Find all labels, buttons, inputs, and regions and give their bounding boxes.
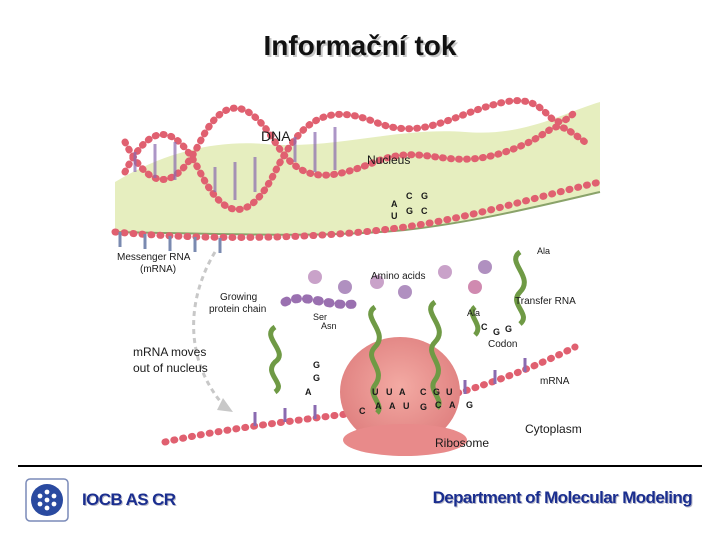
label-protein-chain: protein chain [209, 304, 266, 315]
dna-strand-a [121, 97, 579, 213]
trna-molecule-1 [368, 304, 382, 415]
mrna-base-7: A [449, 400, 456, 410]
dna-base-2: C [406, 191, 413, 201]
label-growing: Growing [220, 292, 257, 303]
protein-synthesis-illustration: DNA Nucleus Messenger RNA (mRNA) Amino a… [105, 82, 605, 462]
anticodon-base-3: A [399, 387, 406, 397]
trna-molecule-5 [469, 305, 481, 337]
trna-molecule-4 [513, 249, 527, 326]
mrna-base-6: C [435, 400, 442, 410]
dna-base-5: G [406, 206, 413, 216]
mrna-base-5: G [420, 402, 427, 412]
ribosome-subunit [343, 424, 467, 456]
label-dna: DNA [261, 128, 291, 144]
trna-molecule-3 [268, 324, 282, 395]
label-ala-mid: Ala [467, 308, 480, 318]
label-mrna: mRNA [540, 376, 570, 387]
trna-molecule-2 [428, 299, 442, 410]
label-cytoplasm: Cytoplasm [525, 422, 582, 436]
label-asn: Asn [321, 321, 337, 331]
dna-base-1: A [391, 199, 398, 209]
anticodon-base-1: U [372, 387, 379, 397]
anticodon-base-5: G [433, 387, 440, 397]
iocb-logo-icon [25, 478, 69, 522]
dna-base-4: U [391, 211, 398, 221]
mrna-base-3: A [389, 401, 396, 411]
mrna-base-4: U [403, 401, 410, 411]
nuclear-mrna-bases [118, 232, 222, 253]
dna-base-pairs [133, 127, 337, 200]
department-name: Department of Molecular Modeling [432, 488, 693, 507]
mrna-exit-arrow [192, 251, 227, 408]
slide-title: Informační tok [263, 30, 457, 61]
organization-name: IOCB AS CR [82, 490, 176, 509]
label-ribosome: Ribosome [435, 436, 489, 450]
mrna-base-8: G [466, 400, 473, 410]
trna-anticodon-base-3: A [305, 387, 312, 397]
codon-base-2: G [493, 327, 500, 337]
label-ser: Ser [313, 312, 327, 322]
label-nucleus: Nucleus [367, 153, 410, 167]
label-transfer-rna: Transfer RNA [515, 296, 576, 307]
anticodon-base-2: U [386, 387, 393, 397]
label-amino-acids: Amino acids [371, 271, 425, 282]
label-codon: Codon [488, 339, 517, 350]
label-messenger-rna: Messenger RNA [117, 252, 191, 263]
label-mrna-moves: mRNA moves [133, 345, 206, 359]
anticodon-base-6: U [446, 387, 453, 397]
codon-base-3: G [505, 324, 512, 334]
growing-protein-chain [280, 294, 360, 309]
ribosome-body [340, 337, 460, 447]
trna-anticodon-base-2: G [313, 373, 320, 383]
dna-base-3: G [421, 191, 428, 201]
nuclear-mrna-strand [111, 178, 604, 241]
amino-acid-beads [308, 260, 492, 299]
footer-divider [18, 465, 702, 467]
codon-base-1: C [481, 322, 488, 332]
dna-strand-b [121, 104, 589, 183]
mrna-base-1: C [359, 406, 366, 416]
mrna-base-2: A [375, 401, 382, 411]
cytoplasm-mrna-bases [253, 358, 527, 426]
label-ala-top: Ala [537, 246, 550, 256]
label-mrna-abbrev: (mRNA) [140, 264, 176, 275]
anticodon-base-4: C [420, 387, 427, 397]
dna-base-6: C [421, 206, 428, 216]
label-out-of-nucleus: out of nucleus [133, 361, 208, 375]
trna-anticodon-base-1: G [313, 360, 320, 370]
mrna-exit-arrowhead [217, 398, 233, 412]
